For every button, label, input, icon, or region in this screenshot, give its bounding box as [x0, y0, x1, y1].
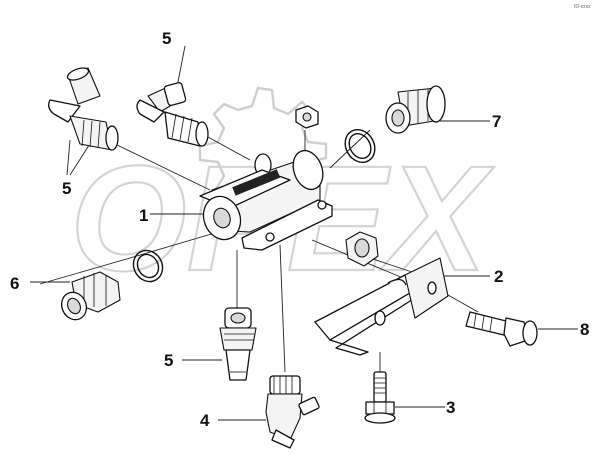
callout-4: 4 [200, 411, 210, 430]
callout-2: 2 [494, 267, 503, 286]
part-1-distribution-block [199, 149, 333, 251]
o-ring-right [344, 128, 376, 164]
callout-3: 3 [446, 398, 455, 417]
part-5-fitting-left [48, 67, 119, 151]
callout-6: 6 [10, 274, 19, 293]
corner-code: ID-xxxx [574, 4, 591, 10]
o-ring-left [132, 249, 164, 283]
callout-7: 7 [492, 112, 501, 131]
hex-nut-top [295, 105, 319, 129]
part-5-fitting-bottom [219, 307, 257, 381]
part-7-adapter-fitting [385, 85, 446, 134]
callout-5-top: 5 [162, 29, 171, 48]
part-5-fitting-top [136, 82, 209, 147]
callout-5-left: 5 [62, 179, 71, 198]
part-4-elbow-fitting [265, 375, 320, 449]
part-3-bolt [364, 371, 396, 424]
hex-nut-middle [345, 231, 379, 267]
callout-8: 8 [580, 320, 589, 339]
callout-1: 1 [139, 206, 148, 225]
part-2-mounting-bracket [314, 257, 449, 356]
part-8-bolt [465, 311, 538, 347]
part-6-adapter-fitting [60, 271, 121, 321]
callout-labels: 5 5 1 6 7 2 8 5 3 4 [10, 29, 589, 430]
callout-5-bottom: 5 [164, 351, 173, 370]
